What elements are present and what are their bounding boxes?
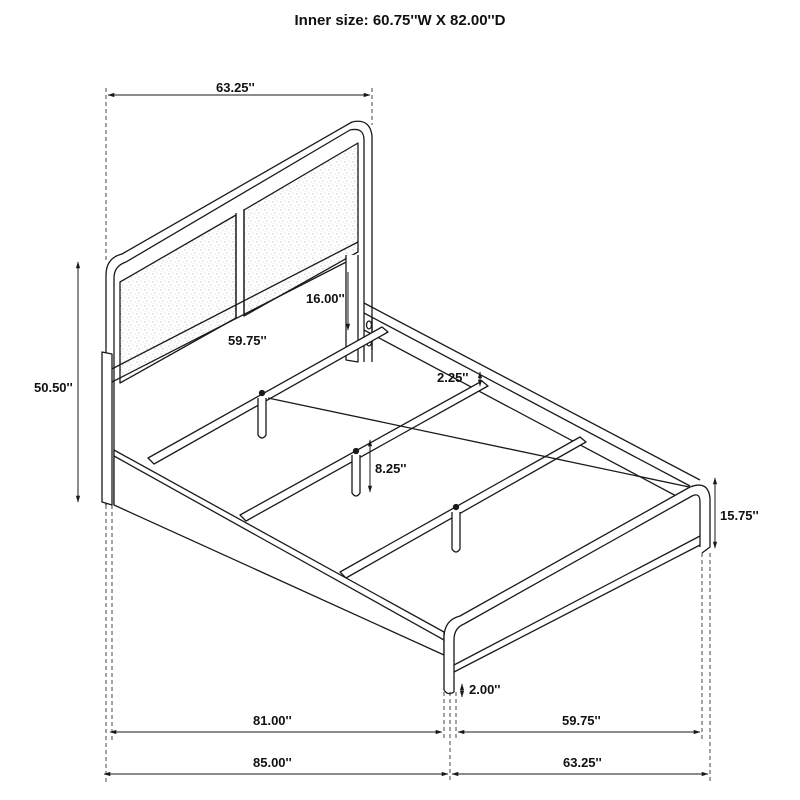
dim-overall-height: 50.50'' <box>34 380 73 395</box>
center-support-legs <box>257 389 461 553</box>
inner-size-title: Inner size: 60.75''W X 82.00''D <box>294 12 506 29</box>
dimension-lines <box>75 92 718 777</box>
extension-lines <box>105 88 711 782</box>
dim-headboard-inner-width: 59.75'' <box>228 333 267 348</box>
dim-footboard-outer-width: 63.25'' <box>563 755 602 770</box>
headboard <box>101 120 373 506</box>
dim-inner-length: 81.00'' <box>253 713 292 728</box>
footboard <box>443 484 711 695</box>
dim-headboard-panel-height: 16.00'' <box>306 291 345 306</box>
dim-headboard-width: 63.25'' <box>216 80 255 95</box>
side-rail-left <box>113 449 445 656</box>
dim-leg-height: 8.25'' <box>375 461 407 476</box>
dim-rail-height: 2.25'' <box>437 370 469 385</box>
dim-clearance: 2.00'' <box>469 682 501 697</box>
slats <box>147 326 695 579</box>
dim-footboard-inner-width: 59.75'' <box>562 713 601 728</box>
side-rail-right <box>363 302 701 499</box>
dim-footboard-height: 15.75'' <box>720 508 759 523</box>
dim-overall-length: 85.00'' <box>253 755 292 770</box>
